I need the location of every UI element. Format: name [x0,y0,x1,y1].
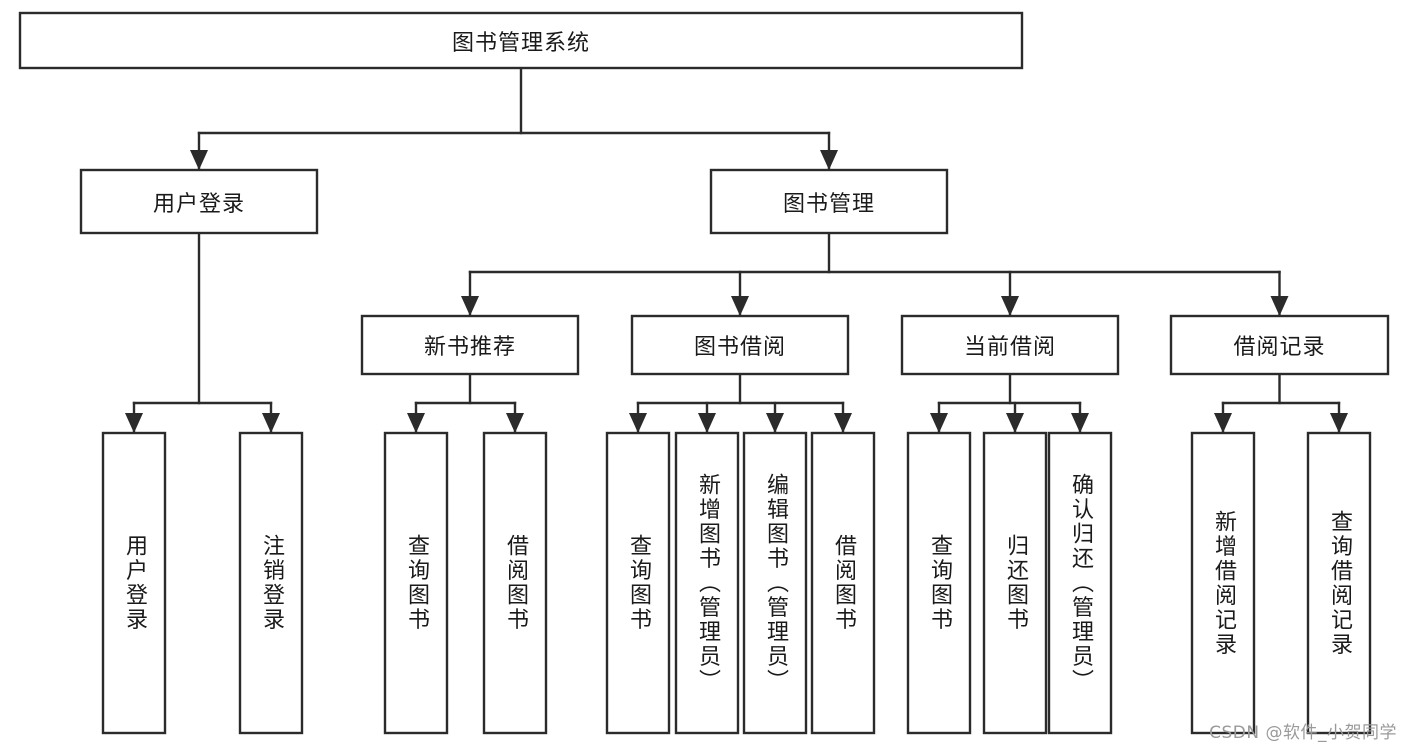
node-box-leaf-query-book-1 [383,431,449,735]
arrowhead-current-borrow-leaf-query-book-3 [930,413,948,433]
node-box-book-borrow [630,314,850,376]
arrowhead-current-borrow-leaf-return-book [1006,413,1024,433]
arrowhead-book-borrow-leaf-borrow-book-2 [834,413,852,433]
arrowhead-book-manage-book-borrow [731,296,749,316]
arrowhead-borrow-record-leaf-query-record [1330,413,1348,433]
node-box-leaf-query-book-2 [605,431,671,735]
arrowhead-borrow-record-leaf-add-record [1214,413,1232,433]
arrowhead-root-book-manage [820,150,838,170]
arrowhead-user-login-leaf-user-login [125,413,143,433]
connector-lines [125,66,1348,434]
node-box-borrow-record [1169,314,1390,376]
arrowhead-user-login-leaf-logout [262,413,280,433]
node-box-leaf-query-record [1306,431,1372,735]
node-box-leaf-confirm-return [1047,431,1113,735]
arrowhead-new-book-recommend-leaf-borrow-book-1 [506,413,524,433]
node-boxes [18,11,1390,735]
node-box-book-manage [709,168,949,235]
node-box-leaf-add-book [674,431,740,735]
arrowhead-book-manage-borrow-record [1270,296,1289,316]
watermark-text: CSDN @软件_小贺同学 [1209,723,1397,743]
node-box-leaf-query-book-3 [906,431,972,735]
arrowhead-book-manage-new-book-recommend [461,296,479,316]
node-box-leaf-user-login [101,431,167,735]
arrowhead-new-book-recommend-leaf-query-book-1 [407,413,425,433]
node-box-leaf-add-record [1190,431,1256,735]
arrowhead-book-borrow-leaf-edit-book [766,413,784,433]
node-box-root [18,11,1024,70]
node-box-user-login [79,168,319,235]
node-box-leaf-edit-book [742,431,808,735]
node-box-leaf-return-book [982,431,1048,735]
arrowhead-root-user-login [190,150,208,170]
arrowhead-book-manage-current-borrow [1001,296,1019,316]
node-box-leaf-borrow-book-1 [482,431,548,735]
node-box-leaf-logout [238,431,304,735]
arrowhead-current-borrow-leaf-confirm-return [1071,413,1089,433]
node-box-leaf-borrow-book-2 [810,431,876,735]
node-box-current-borrow [900,314,1120,376]
arrowhead-book-borrow-leaf-query-book-2 [629,413,647,433]
node-box-new-book-recommend [360,314,580,376]
arrowhead-book-borrow-leaf-add-book [698,413,716,433]
